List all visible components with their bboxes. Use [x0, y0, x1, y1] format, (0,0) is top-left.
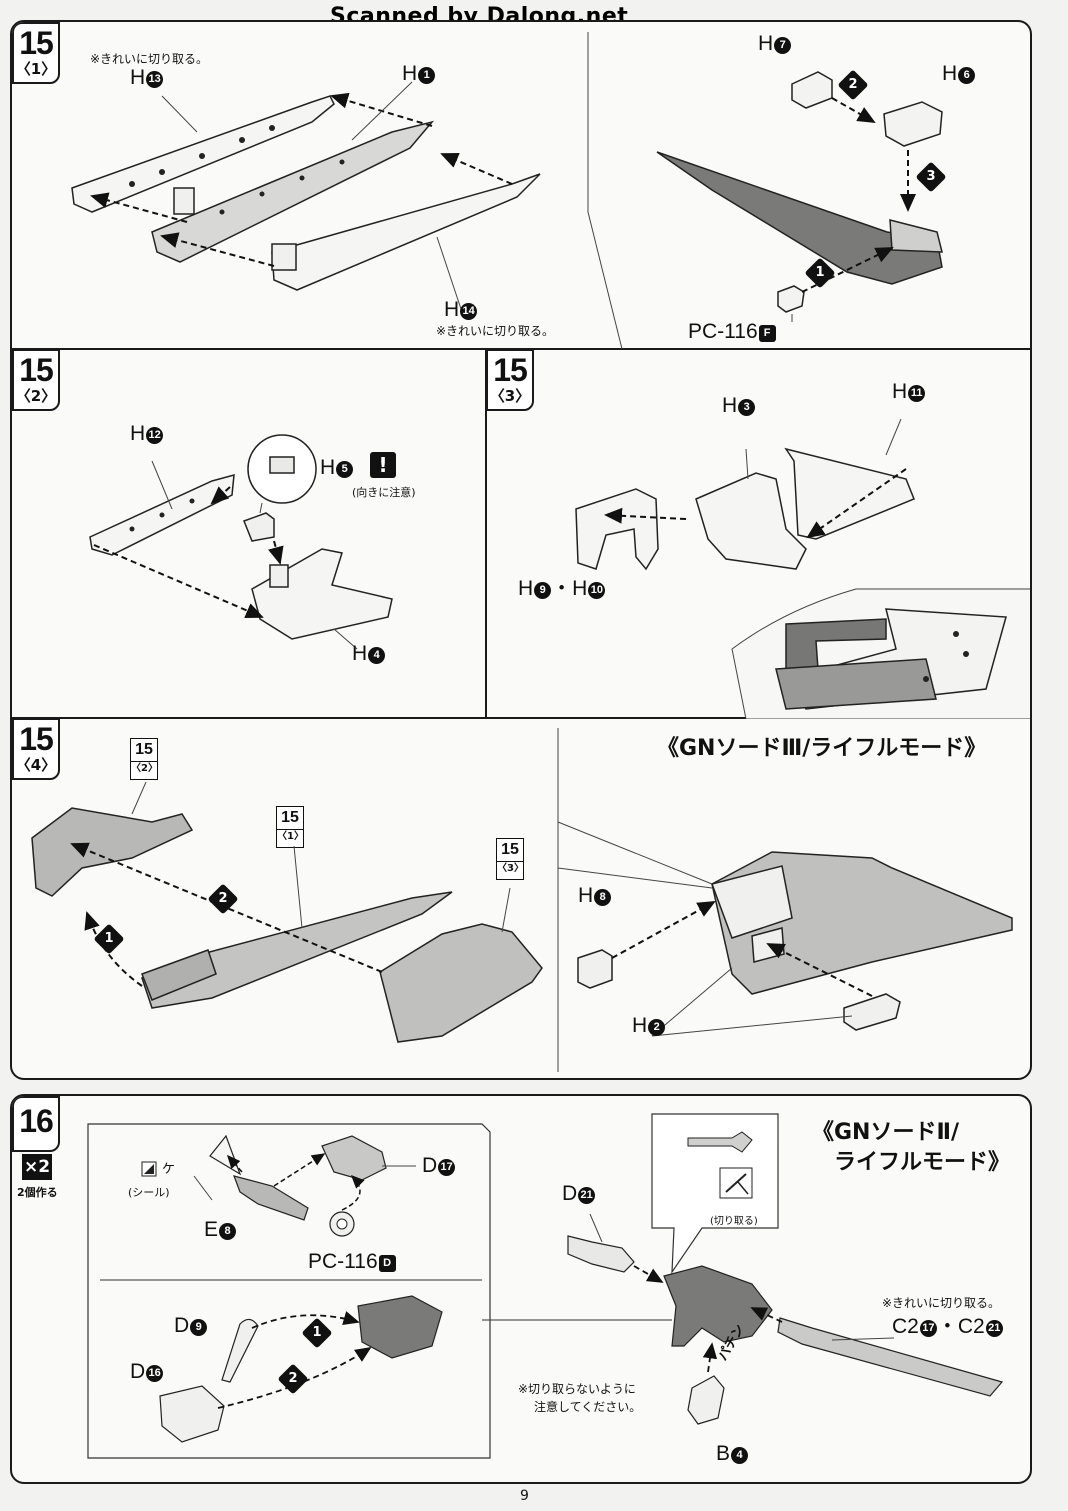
step-16-panel: 16 ×2 2個作る: [10, 1094, 1032, 1484]
order-marker-2: 2: [837, 69, 869, 101]
step-15-1-number: 15 〈1〉: [12, 22, 60, 84]
mode-title-gn-sword-3: 《GNソードⅢ/ライフルモード》: [657, 736, 987, 761]
step-16-drawing: [87, 1113, 1004, 1459]
order-marker-1: 1: [93, 923, 125, 955]
orientation-warning-text: (向きに注意): [352, 486, 416, 499]
step-15-2-drawing: [89, 434, 393, 650]
cut-label: (切り取る): [710, 1216, 758, 1227]
step-16-cut-note: ※きれいに切り取る。: [882, 1296, 1001, 1310]
ref-step-15-2: 15〈2〉: [130, 738, 158, 780]
quantity-badge: ×2: [22, 1154, 52, 1180]
warning-icon: !: [370, 452, 396, 478]
order-marker-1: 1: [804, 257, 836, 289]
order-marker-2: 2: [277, 1363, 309, 1395]
step-15-2-number: 15 〈2〉: [12, 349, 60, 411]
step-15-panel: 15 〈1〉: [10, 20, 1032, 1080]
step-15-1-cut-note-top: ※きれいに切り取る。: [90, 52, 209, 66]
sticker-label: (シール): [128, 1186, 170, 1199]
mode-title-gn-sword-2-line2: ライフルモード》: [834, 1150, 1011, 1175]
order-marker-2: 2: [207, 883, 239, 915]
step-15-1-drawing: [71, 71, 943, 322]
ref-step-15-3: 15〈3〉: [496, 838, 524, 880]
no-cut-note-line2: 注意してください。: [534, 1400, 642, 1414]
ref-step-15-1: 15〈1〉: [276, 806, 304, 848]
mode-title-gn-sword-2-line1: 《GNソードⅡ/: [812, 1120, 959, 1145]
step-16-number: 16: [12, 1096, 60, 1152]
order-marker-3: 3: [915, 161, 947, 193]
quantity-note: 2個作る: [17, 1186, 58, 1199]
page-number: 9: [520, 1488, 529, 1504]
order-marker-1: 1: [301, 1317, 333, 1349]
step-15-1-cut-note-bottom: ※きれいに切り取る。: [436, 324, 555, 338]
sticker-code: ケ: [162, 1162, 176, 1177]
step-15-3-number: 15 〈3〉: [486, 349, 534, 411]
step-15-4-drawing: [31, 781, 1013, 1043]
no-cut-note-line1: ※切り取らないように: [518, 1382, 636, 1396]
step-15-4-number: 15 〈4〉: [12, 718, 60, 780]
step-15-3-drawing: [575, 418, 1030, 719]
